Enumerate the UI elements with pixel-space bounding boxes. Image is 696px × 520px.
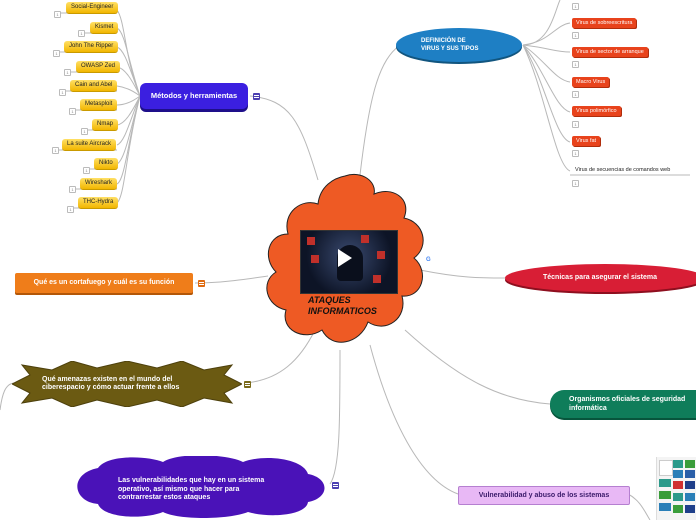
vulnerabilidades-title-line2: operativo, así mismo que hacer para bbox=[118, 485, 240, 493]
virus-type-item[interactable]: Virus de sobreescritura bbox=[572, 18, 637, 28]
metodos-node[interactable]: Métodos y herramientas bbox=[140, 83, 248, 109]
attachment-marker[interactable]: 1 bbox=[59, 89, 66, 96]
vulnerabilidades-title-line3: contrarrestar estos ataques bbox=[118, 494, 211, 501]
tool-item[interactable]: John The Ripper bbox=[64, 41, 119, 52]
amenazas-node-shape[interactable] bbox=[12, 361, 242, 407]
hacker-icon bbox=[307, 237, 315, 245]
attachment-marker[interactable]: 1 bbox=[572, 180, 579, 187]
attachment-marker[interactable]: 1 bbox=[52, 147, 59, 154]
central-title: ATAQUES INFORMATICOS bbox=[308, 295, 377, 317]
google-icon[interactable]: G bbox=[426, 257, 431, 263]
link-definicion bbox=[359, 44, 401, 176]
attachment-marker[interactable]: 1 bbox=[572, 150, 579, 157]
attachment-marker[interactable]: 1 bbox=[81, 128, 88, 135]
link-tecnicas bbox=[419, 269, 506, 279]
note-icon[interactable] bbox=[253, 93, 260, 100]
organismos-title: Organismos oficiales de seguridad inform… bbox=[569, 396, 685, 413]
play-icon[interactable] bbox=[338, 249, 352, 267]
amenazas-title: Qué amenazas existen en el mundo del cib… bbox=[42, 376, 179, 392]
central-video-thumbnail[interactable] bbox=[300, 230, 398, 294]
tool-item[interactable]: Nikto bbox=[94, 158, 118, 169]
definicion-node[interactable]: DEFINICIÓN DE VIRUS Y SUS TIPOS bbox=[396, 28, 522, 62]
attachment-marker[interactable]: 1 bbox=[572, 91, 579, 98]
virus-type-item[interactable]: Macro Virus bbox=[572, 77, 610, 87]
attachment-marker[interactable]: 1 bbox=[572, 61, 579, 68]
link-organismos bbox=[404, 329, 551, 405]
tool-item[interactable]: THC-Hydra bbox=[78, 197, 119, 208]
central-title-line1: ATAQUES bbox=[308, 295, 351, 305]
metodos-title: Métodos y herramientas bbox=[150, 91, 238, 100]
organismos-title-line2: informática bbox=[569, 404, 607, 412]
infographic-thumbnail[interactable] bbox=[656, 457, 696, 520]
tecnicas-title: Técnicas para asegurar el sistema bbox=[543, 274, 658, 281]
note-icon[interactable] bbox=[198, 280, 205, 287]
attachment-marker[interactable]: 1 bbox=[54, 11, 61, 18]
note-icon[interactable] bbox=[332, 482, 339, 489]
attachment-marker[interactable]: 1 bbox=[67, 206, 74, 213]
organismos-title-line1: Organismos oficiales de seguridad bbox=[569, 396, 686, 403]
amenazas-title-line2: ciberespacio y cómo actuar frente a ello… bbox=[42, 384, 180, 391]
link-vulnerabilidades bbox=[329, 349, 341, 485]
tool-item[interactable]: Kismet bbox=[90, 22, 119, 33]
tool-item[interactable]: Social-Engineer bbox=[66, 2, 119, 13]
definicion-title-line1: DEFINICIÓN DE bbox=[421, 38, 466, 44]
link-vulnerabilidad-abuso bbox=[369, 344, 459, 495]
hacker-icon bbox=[377, 251, 385, 259]
vulnerabilidades-node-shape[interactable] bbox=[68, 456, 330, 518]
link-cortafuego bbox=[194, 275, 269, 284]
attachment-marker[interactable]: 1 bbox=[572, 32, 579, 39]
hacker-icon bbox=[311, 255, 319, 263]
cortafuego-node[interactable]: Qué es un cortafuego y cuál es su funció… bbox=[15, 273, 193, 293]
attachment-marker[interactable]: 1 bbox=[69, 186, 76, 193]
virus-type-item[interactable]: Virus polimórfico bbox=[572, 106, 621, 116]
virus-type-item[interactable]: Virus de sector de arranque bbox=[572, 47, 648, 57]
hacker-icon bbox=[373, 275, 381, 283]
tool-item[interactable]: Metasploit bbox=[80, 99, 118, 110]
attachment-marker[interactable]: 1 bbox=[572, 121, 579, 128]
attachment-marker[interactable]: 1 bbox=[83, 167, 90, 174]
vulnerabilidad-abuso-node[interactable]: Vulnerabilidad y abuso de los sistemas bbox=[458, 486, 630, 505]
definicion-title-line2: VIRUS Y SUS TIPOS bbox=[421, 46, 479, 52]
attachment-marker[interactable]: 1 bbox=[78, 30, 85, 37]
link-amenazas bbox=[244, 329, 316, 384]
tool-item[interactable]: OWASP Zed bbox=[76, 61, 121, 72]
note-icon[interactable] bbox=[244, 381, 251, 388]
definicion-title: DEFINICIÓN DE VIRUS Y SUS TIPOS bbox=[421, 37, 478, 53]
vulnerabilidades-title-line1: Las vulnerabilidades que hay en un siste… bbox=[118, 477, 265, 484]
attachment-marker[interactable]: 1 bbox=[64, 69, 71, 76]
attachment-marker[interactable]: 1 bbox=[69, 108, 76, 115]
link-metodos bbox=[249, 95, 319, 181]
tool-item[interactable]: La suite Aircrack bbox=[62, 139, 117, 150]
tool-item[interactable]: Cain and Abel bbox=[70, 80, 118, 91]
organismos-node[interactable]: Organismos oficiales de seguridad inform… bbox=[550, 390, 696, 418]
attachment-marker[interactable]: 1 bbox=[572, 3, 579, 10]
attachment-marker[interactable]: 1 bbox=[53, 50, 60, 57]
hacker-icon bbox=[361, 235, 369, 243]
tool-item[interactable]: Nmap bbox=[92, 119, 119, 130]
virus-type-item[interactable]: Virus de secuencias de comandos web bbox=[575, 167, 671, 173]
amenazas-title-line1: Qué amenazas existen en el mundo del bbox=[42, 376, 173, 383]
vulnerabilidad-abuso-title: Vulnerabilidad y abuso de los sistemas bbox=[478, 492, 610, 499]
cortafuego-title: Qué es un cortafuego y cuál es su funció… bbox=[33, 279, 175, 286]
vulnerabilidades-title: Las vulnerabilidades que hay en un siste… bbox=[118, 477, 264, 503]
virus-type-item[interactable]: Virus fat bbox=[572, 136, 601, 146]
central-title-line2: INFORMATICOS bbox=[308, 306, 377, 316]
tecnicas-node[interactable]: Técnicas para asegurar el sistema bbox=[505, 264, 696, 292]
tool-item[interactable]: Wireshark bbox=[80, 178, 118, 189]
